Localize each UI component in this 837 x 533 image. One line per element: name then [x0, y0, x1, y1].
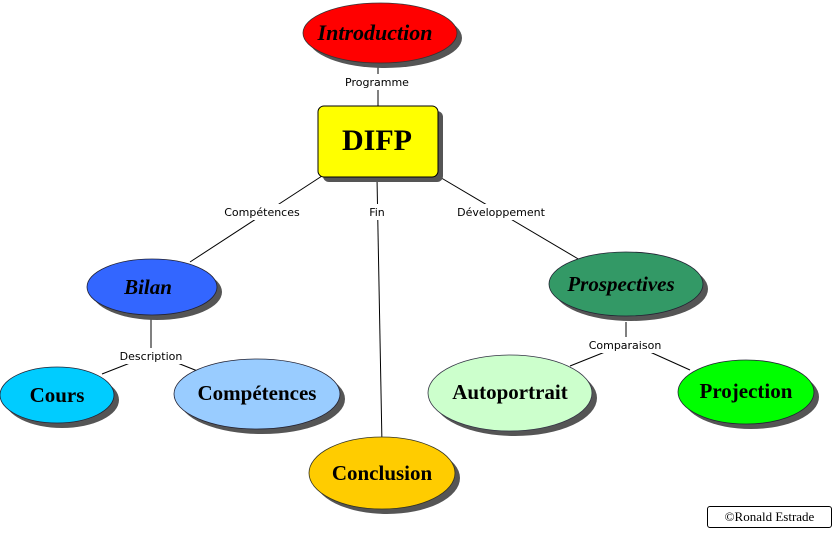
node-conclusion: Conclusion — [308, 436, 460, 514]
node-bilan: Bilan — [86, 258, 222, 320]
link-label-developpement: Développement — [448, 204, 554, 220]
svg-text:DIFP: DIFP — [342, 124, 412, 157]
svg-text:Compétences: Compétences — [224, 206, 300, 219]
node-introduction: Introduction — [302, 2, 462, 68]
svg-text:Conclusion: Conclusion — [332, 461, 433, 485]
copyright-notice: ©Ronald Estrade — [707, 506, 832, 528]
node-difp: DIFP — [317, 105, 443, 182]
svg-text:Programme: Programme — [345, 76, 409, 89]
svg-text:Cours: Cours — [30, 383, 85, 407]
svg-text:Développement: Développement — [457, 206, 545, 219]
node-projection: Projection — [677, 359, 819, 429]
link-label-comparaison: Comparaison — [582, 337, 668, 353]
node-prospectives: Prospectives — [548, 251, 708, 321]
link-label-competences: Compétences — [218, 204, 306, 220]
node-competences: Compétences — [173, 358, 345, 434]
svg-text:Bilan: Bilan — [123, 275, 172, 299]
link-label-fin: Fin — [365, 204, 389, 220]
svg-text:Fin: Fin — [369, 206, 385, 219]
svg-text:Introduction: Introduction — [317, 20, 433, 45]
connector-description-cours — [101, 362, 131, 375]
connector-comparaison-autoportrait — [569, 351, 606, 367]
svg-text:Projection: Projection — [700, 379, 793, 403]
link-label-programme: Programme — [338, 74, 418, 90]
node-autoportrait: Autoportrait — [427, 354, 597, 436]
node-cours: Cours — [0, 366, 119, 428]
svg-text:Description: Description — [120, 350, 183, 363]
connector-comparaison-projection — [649, 351, 691, 371]
svg-text:Autoportrait: Autoportrait — [452, 380, 567, 404]
svg-text:Compétences: Compétences — [198, 381, 317, 405]
connector-fin — [376, 177, 383, 446]
link-label-description: Description — [112, 348, 190, 364]
svg-text:Prospectives: Prospectives — [566, 272, 674, 296]
svg-text:Comparaison: Comparaison — [589, 339, 662, 352]
